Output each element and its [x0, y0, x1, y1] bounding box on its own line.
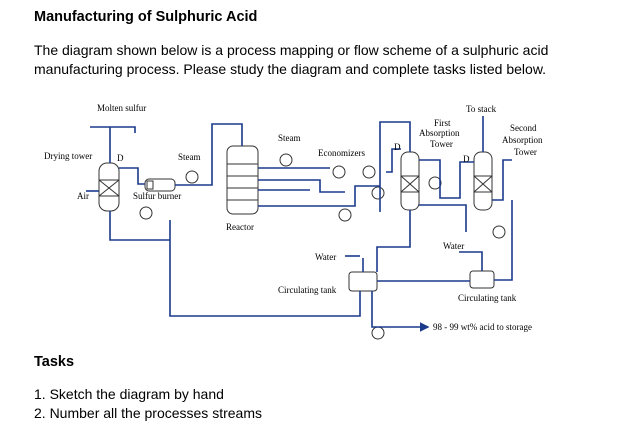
label-water-right: Water	[443, 241, 464, 251]
pump-icon	[139, 206, 153, 220]
label-reactor: Reactor	[226, 222, 254, 232]
boiler-icon	[185, 170, 199, 184]
svg-text:Tower: Tower	[430, 139, 453, 149]
tasks-heading: Tasks	[34, 354, 75, 370]
economizer-icon	[362, 165, 376, 179]
second-absorption-tower	[473, 151, 493, 211]
task-item: 1. Sketch the diagram by hand	[34, 386, 224, 402]
pump-icon	[371, 186, 385, 200]
label-steam-burner: Steam	[178, 152, 201, 162]
svg-text:Absorption: Absorption	[502, 135, 543, 145]
label-air: Air	[77, 191, 89, 201]
pump-icon	[492, 225, 506, 239]
label-first-absorption: First	[434, 118, 451, 128]
label-to-stack: To stack	[466, 104, 497, 114]
page-title: Manufacturing of Sulphuric Acid	[34, 9, 258, 25]
label-sulfur-burner: Sulfur burner	[133, 191, 181, 201]
label-water-left: Water	[315, 252, 336, 262]
circulating-tank-left	[348, 271, 378, 292]
label-d-second: D	[463, 154, 470, 164]
steam-coil-icon	[279, 153, 293, 167]
tasks-list: 1. Sketch the diagram by hand 2. Number …	[34, 385, 262, 423]
drying-tower	[98, 162, 120, 212]
label-drying-tower: Drying tower	[44, 151, 92, 161]
first-absorption-tower	[400, 151, 420, 211]
svg-text:Tower: Tower	[514, 147, 537, 157]
pump-icon	[371, 326, 385, 340]
label-d-first: D	[394, 142, 401, 152]
reactor	[226, 145, 259, 215]
pump-icon	[428, 176, 442, 190]
task-item: 2. Number all the processes streams	[34, 405, 262, 421]
label-second-absorption: Second	[510, 123, 537, 133]
label-d-drying: D	[117, 153, 124, 163]
label-steam-reactor: Steam	[278, 133, 301, 143]
svg-text:Absorption: Absorption	[419, 128, 460, 138]
label-acid-storage: 98 - 99 wt% acid to storage	[433, 322, 532, 332]
label-economizers: Economizers	[318, 148, 365, 158]
circulating-tank-right	[469, 270, 495, 289]
label-circulating-tank-right: Circulating tank	[458, 293, 517, 303]
label-molten-sulfur: Molten sulfur	[97, 103, 146, 113]
pump-icon	[338, 208, 352, 222]
intro-paragraph: The diagram shown below is a process map…	[34, 42, 549, 77]
economizer-icon	[332, 165, 346, 179]
label-circulating-tank-left: Circulating tank	[278, 285, 337, 295]
